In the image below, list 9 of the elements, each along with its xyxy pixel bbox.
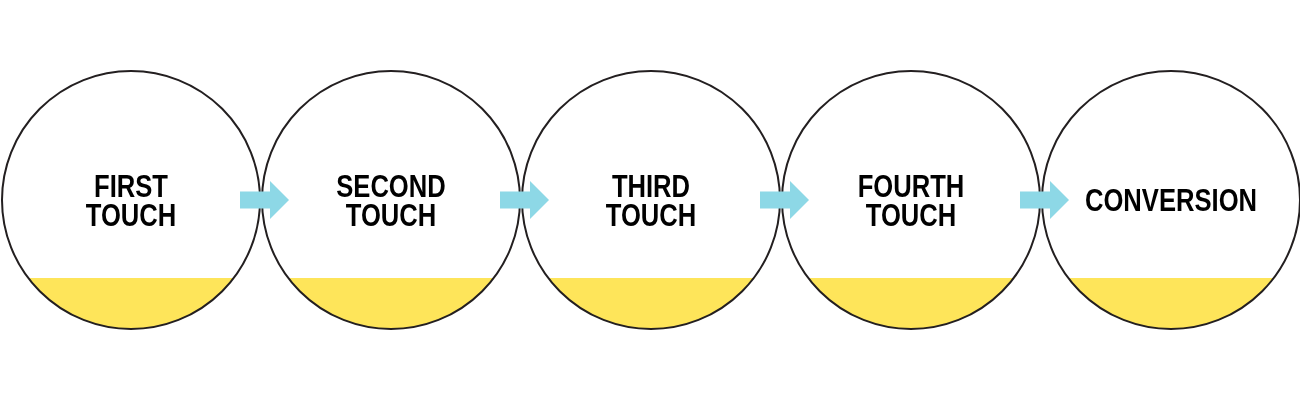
stage-label: CONVERSION <box>1084 186 1258 216</box>
stage-label: SECOND TOUCH <box>336 172 446 231</box>
stage-label: FIRST TOUCH <box>85 172 177 231</box>
arrow <box>760 181 809 219</box>
arrow <box>1020 181 1069 219</box>
stage-label: FOURTH TOUCH <box>857 172 965 231</box>
stage-label: THIRD TOUCH <box>605 172 697 231</box>
arrow <box>500 181 549 219</box>
arrow <box>240 181 289 219</box>
